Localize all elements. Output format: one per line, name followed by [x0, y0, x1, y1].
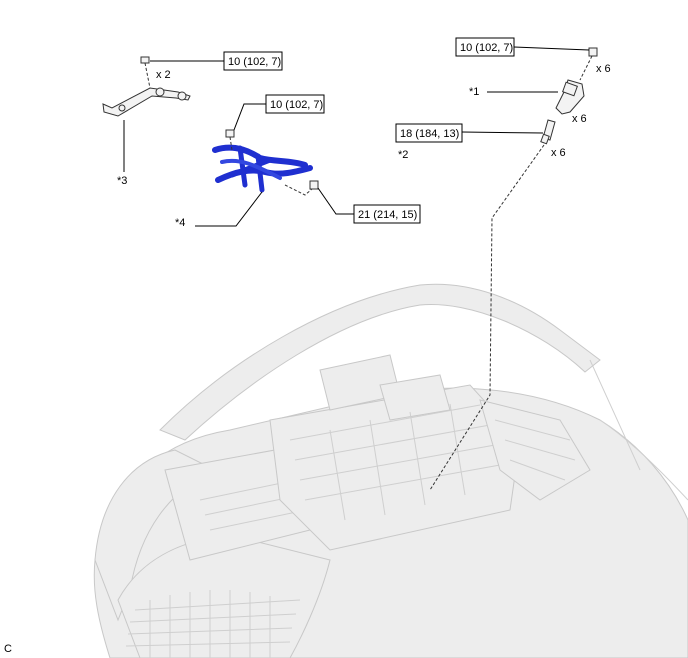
torque-box-bracket: 10 (102, 7) [223, 51, 283, 71]
bracket-bolt [140, 56, 150, 64]
plug-to-engine-guide-line [429, 144, 545, 491]
spark-plug-part [540, 119, 556, 145]
bracket-bolt-guide-line [144, 62, 151, 89]
harness-bolt [225, 129, 235, 138]
wire-harness-part [212, 144, 313, 193]
callout-2: *2 [398, 149, 408, 161]
ignition-coil-part [555, 79, 585, 115]
coil-bolt-guide-line [579, 55, 593, 81]
callout-4: *4 [175, 217, 185, 229]
torque-box-coil: 10 (102, 7) [455, 37, 515, 57]
svg-text:10 (102, 7): 10 (102, 7) [270, 99, 323, 111]
torque-box-clamp: 21 (214, 15) [353, 204, 421, 224]
qty-bracket-bolt: x 2 [156, 69, 171, 81]
torque-box-spark-plug: 18 (184, 13) [395, 123, 463, 143]
svg-text:10 (102, 7): 10 (102, 7) [228, 56, 281, 68]
qty-plug: x 6 [551, 147, 566, 159]
bracket-part [102, 87, 191, 117]
callout-1: *1 [469, 86, 479, 98]
qty-coil-bolt: x 6 [596, 63, 611, 75]
svg-text:21 (214, 15): 21 (214, 15) [358, 209, 417, 221]
svg-text:18 (184, 13): 18 (184, 13) [400, 128, 459, 140]
callout-3: *3 [117, 175, 127, 187]
coil-bolt [588, 47, 598, 57]
clamp-bolt-guide-line [284, 184, 313, 196]
vehicle-engine-bay-illustration [93, 283, 688, 658]
svg-text:10 (102, 7): 10 (102, 7) [460, 42, 513, 54]
torque-box-harness: 10 (102, 7) [265, 94, 325, 114]
qty-coil: x 6 [572, 113, 587, 125]
harness-bolt-guide-line [229, 136, 233, 151]
figure-code: C [4, 643, 12, 655]
clamp-bolt [309, 180, 319, 190]
